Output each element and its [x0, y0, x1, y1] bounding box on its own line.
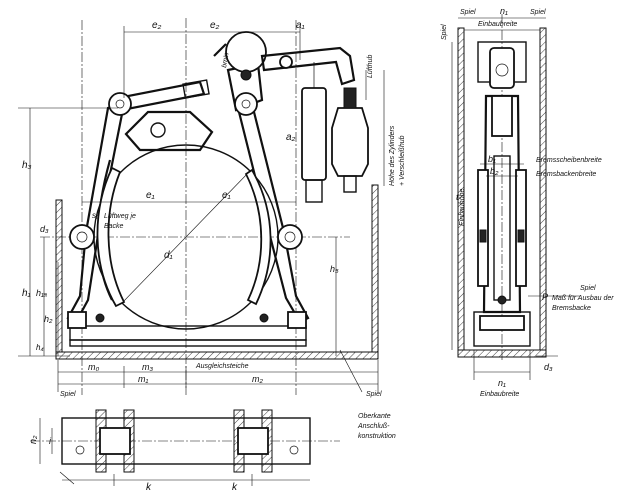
label-d3-side: d₃: [544, 362, 553, 372]
left-shoe-pivot: [69, 224, 95, 250]
label-spiel-t2: Spiel: [530, 9, 546, 16]
label-h1: h₁: [22, 288, 31, 299]
right-shoe-pivot: [277, 224, 303, 250]
label-spiel-r: Spiel: [366, 391, 382, 398]
label-m0: m₀: [88, 362, 99, 372]
right-linkage-pin: [234, 92, 258, 116]
label-t: t: [456, 192, 459, 202]
label-e2b: e₂: [210, 20, 220, 31]
label-spiel-p: Spiel: [580, 285, 596, 292]
label-spiel-t1: Spiel: [460, 9, 476, 16]
label-hoehe1: Höhe des Zylinders: [389, 125, 396, 186]
label-b1: b₁: [488, 154, 496, 164]
label-hs: h₅: [330, 264, 339, 274]
label-a1: a₁: [296, 20, 305, 31]
label-n1-bot: n₁: [498, 378, 506, 388]
side-brake-shoe-right: [515, 169, 527, 287]
label-oberkante1: Oberkante: [358, 413, 391, 420]
left-wall: [55, 199, 63, 353]
base-plate: [69, 325, 307, 341]
label-m1: m₁: [138, 374, 148, 384]
label-e1b: e₁: [222, 190, 231, 201]
label-einbaubreite-top: Einbaubreite: [478, 21, 517, 28]
label-spiel-l: Spiel: [60, 391, 76, 398]
label-e2: e₂: [152, 20, 162, 31]
label-h4: h₄: [36, 343, 44, 352]
label-oberkante3: konstruktion: [358, 433, 396, 440]
label-spiel-side: Spiel: [441, 24, 448, 40]
label-i: i: [49, 436, 52, 446]
thruster-motor: [331, 107, 369, 177]
label-backe: Backe: [104, 223, 124, 230]
front-view: [18, 18, 385, 395]
label-e1: e₁: [146, 190, 155, 201]
label-lufthub: Lüfthub: [367, 55, 374, 78]
label-s3: s₃: [92, 211, 99, 220]
side-brake-shoe-left: [477, 169, 489, 287]
label-n1-top: n₁: [500, 6, 508, 16]
label-p: P: [542, 292, 548, 302]
thruster-cylinder: [301, 87, 327, 181]
label-ausgleich: Ausgleichsteiche: [195, 363, 249, 370]
label-mass1: Maß für Ausbau der: [552, 295, 614, 302]
label-einbaubreite-bot: Einbaubreite: [480, 391, 519, 398]
spring-housing: [225, 31, 267, 73]
label-oberkante2: Anschluß-: [357, 423, 390, 430]
side-thruster-body: [489, 47, 515, 89]
right-brake-arm: [236, 106, 310, 324]
label-bremsbacken: Bremsbackenbreite: [536, 171, 596, 178]
label-hoehe2: + Verschleißhub: [399, 135, 406, 186]
left-linkage-pin: [108, 92, 132, 116]
label-n2: n₂: [28, 435, 38, 444]
label-einbauhoehe: Einbauhöhe: [459, 189, 466, 226]
label-luftweg: Lüftweg je: [104, 213, 136, 220]
side-view: [451, 14, 580, 380]
dimension-labels: e₂ e₂ a₁ bmin Lüfthub a₂ Höhe des Zylind…: [22, 6, 614, 493]
label-h2: h₂: [44, 314, 53, 324]
label-h3: h₃: [22, 160, 32, 171]
label-k2: k: [232, 482, 238, 493]
plan-view: [30, 409, 340, 486]
label-d3: d₃: [40, 224, 49, 234]
label-b2: b₂: [490, 166, 499, 176]
label-m2: m₂: [252, 374, 263, 384]
foundation: [55, 351, 379, 360]
left-brake-shoe: [96, 166, 126, 308]
label-k1: k: [146, 482, 152, 493]
label-m3: m₃: [142, 362, 153, 372]
right-brake-shoe: [244, 168, 272, 306]
thruster-lever: [260, 46, 356, 86]
label-a2: a₂: [286, 132, 296, 143]
label-mass2: Bremsbacke: [552, 305, 591, 312]
label-h1a: h₁ₐ: [36, 288, 47, 298]
right-wall: [371, 184, 379, 353]
label-bremsscheibe: Bremsscheibenbreite: [536, 157, 602, 164]
label-d1: d₁: [164, 250, 173, 261]
label-bmin: bmin: [221, 52, 231, 68]
